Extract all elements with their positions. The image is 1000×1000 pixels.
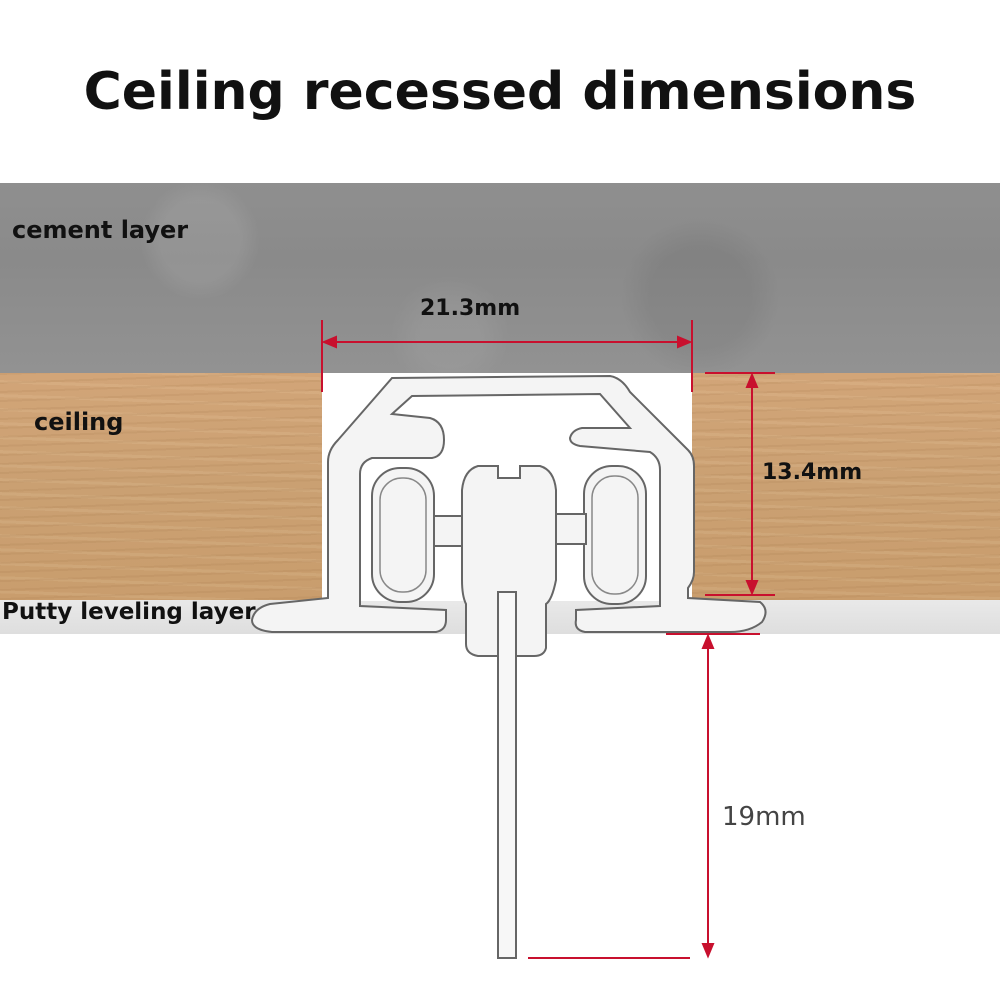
drop-dimension-label: 19mm: [722, 802, 806, 832]
hanging-rod: [497, 591, 517, 959]
right-axle: [555, 513, 587, 545]
left-wheel: [371, 467, 435, 603]
right-wheel-inner: [591, 475, 639, 595]
cement-layer-label: cement layer: [12, 216, 189, 244]
width-dimension: [321, 320, 693, 392]
left-wheel-inner: [379, 477, 427, 593]
height-dimension-label: 13.4mm: [762, 460, 863, 485]
track-profile: [250, 374, 767, 633]
width-dimension-label: 21.3mm: [420, 296, 521, 321]
putty-layer-label: Putty leveling layer: [2, 599, 256, 625]
left-axle: [433, 515, 465, 547]
drop-dimension: [528, 633, 760, 959]
right-wheel: [583, 465, 647, 605]
hanger-block: [461, 465, 557, 657]
diagram-title: Ceiling recessed dimensions: [83, 62, 917, 122]
ceiling-layer-label: ceiling: [34, 408, 124, 436]
height-dimension: [705, 372, 775, 596]
